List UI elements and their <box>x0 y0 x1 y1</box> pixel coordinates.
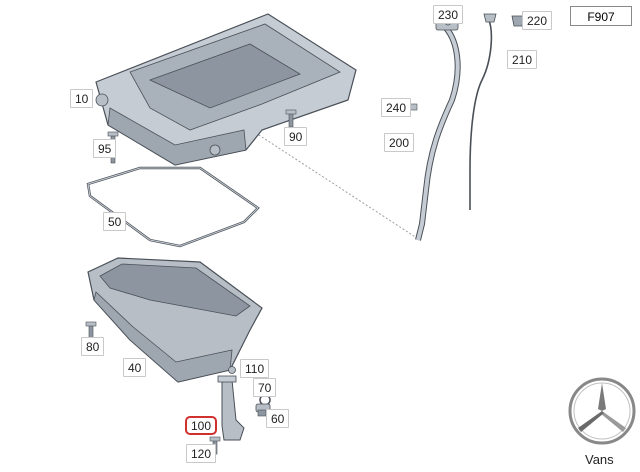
dipstick-guide-tube <box>415 21 461 241</box>
callout-120[interactable]: 120 <box>186 444 217 463</box>
callout-70[interactable]: 70 <box>253 378 277 397</box>
brand-label: Vans <box>585 452 614 467</box>
brand-logo-icon <box>568 377 636 445</box>
callout-110[interactable]: 110 <box>240 359 270 378</box>
callout-60[interactable]: 60 <box>266 409 290 428</box>
callout-240[interactable]: 240 <box>381 98 412 117</box>
oil-dipstick <box>469 13 497 210</box>
leader-line <box>224 112 421 241</box>
callout-200[interactable]: 200 <box>384 133 415 152</box>
sheet-code: F907 <box>570 6 632 26</box>
callout-100[interactable]: 100 <box>185 416 218 435</box>
oil-pan-gasket <box>86 166 260 248</box>
lower-oil-pan <box>87 257 263 383</box>
callout-220[interactable]: 220 <box>522 11 553 30</box>
oil-pickup-tube <box>217 375 245 441</box>
callout-80[interactable]: 80 <box>81 337 105 356</box>
callout-90[interactable]: 90 <box>284 127 308 146</box>
callout-50[interactable]: 50 <box>103 212 127 231</box>
upper-oil-pan <box>95 13 357 166</box>
callout-95[interactable]: 95 <box>93 139 117 158</box>
callout-40[interactable]: 40 <box>123 358 147 377</box>
callout-210[interactable]: 210 <box>507 50 538 69</box>
callout-230[interactable]: 230 <box>433 5 464 24</box>
bolt-110 <box>228 366 236 374</box>
callout-10[interactable]: 10 <box>70 89 94 108</box>
